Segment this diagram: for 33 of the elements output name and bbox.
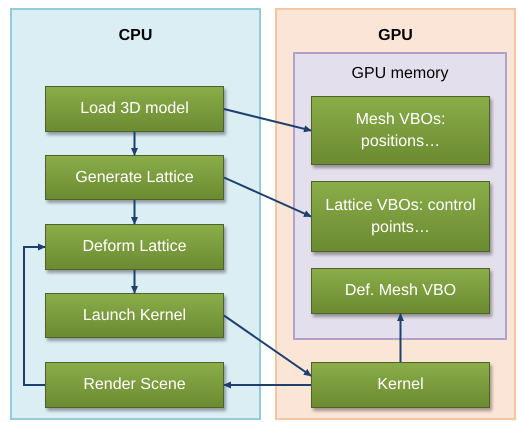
step-label: Load 3D model xyxy=(80,99,189,119)
arrow xyxy=(223,382,311,388)
arrow xyxy=(131,132,138,156)
panel-title: GPU memory xyxy=(350,64,450,84)
step-label: Launch Kernel xyxy=(82,306,186,326)
arrow xyxy=(23,244,46,386)
step-label: Deform Lattice xyxy=(82,237,187,257)
process-box xyxy=(311,96,490,165)
step-label: Lattice VBOs: control points… xyxy=(324,196,477,238)
gpu-panel xyxy=(275,8,516,420)
step-label: Render Scene xyxy=(83,375,186,395)
arrow xyxy=(131,200,138,225)
process-box xyxy=(45,86,224,132)
step-label: Def. Mesh VBO xyxy=(344,281,456,301)
arrow xyxy=(131,270,138,294)
arrow xyxy=(397,313,404,362)
step-label: Generate Lattice xyxy=(75,168,194,188)
process-box xyxy=(45,293,224,338)
arrow xyxy=(224,176,312,218)
arrow xyxy=(224,108,312,132)
process-box xyxy=(311,268,490,314)
step-label: Mesh VBOs: positions… xyxy=(354,110,446,152)
process-box xyxy=(311,181,490,252)
process-box xyxy=(311,362,490,408)
process-box xyxy=(45,362,224,408)
memory-panel xyxy=(293,52,507,340)
process-box xyxy=(45,155,224,200)
panel-title: GPU xyxy=(377,26,414,46)
panel-title: CPU xyxy=(118,26,154,46)
cpu-panel xyxy=(10,8,261,420)
step-label: Kernel xyxy=(377,375,424,395)
arrow xyxy=(223,314,312,377)
process-box xyxy=(45,224,224,270)
